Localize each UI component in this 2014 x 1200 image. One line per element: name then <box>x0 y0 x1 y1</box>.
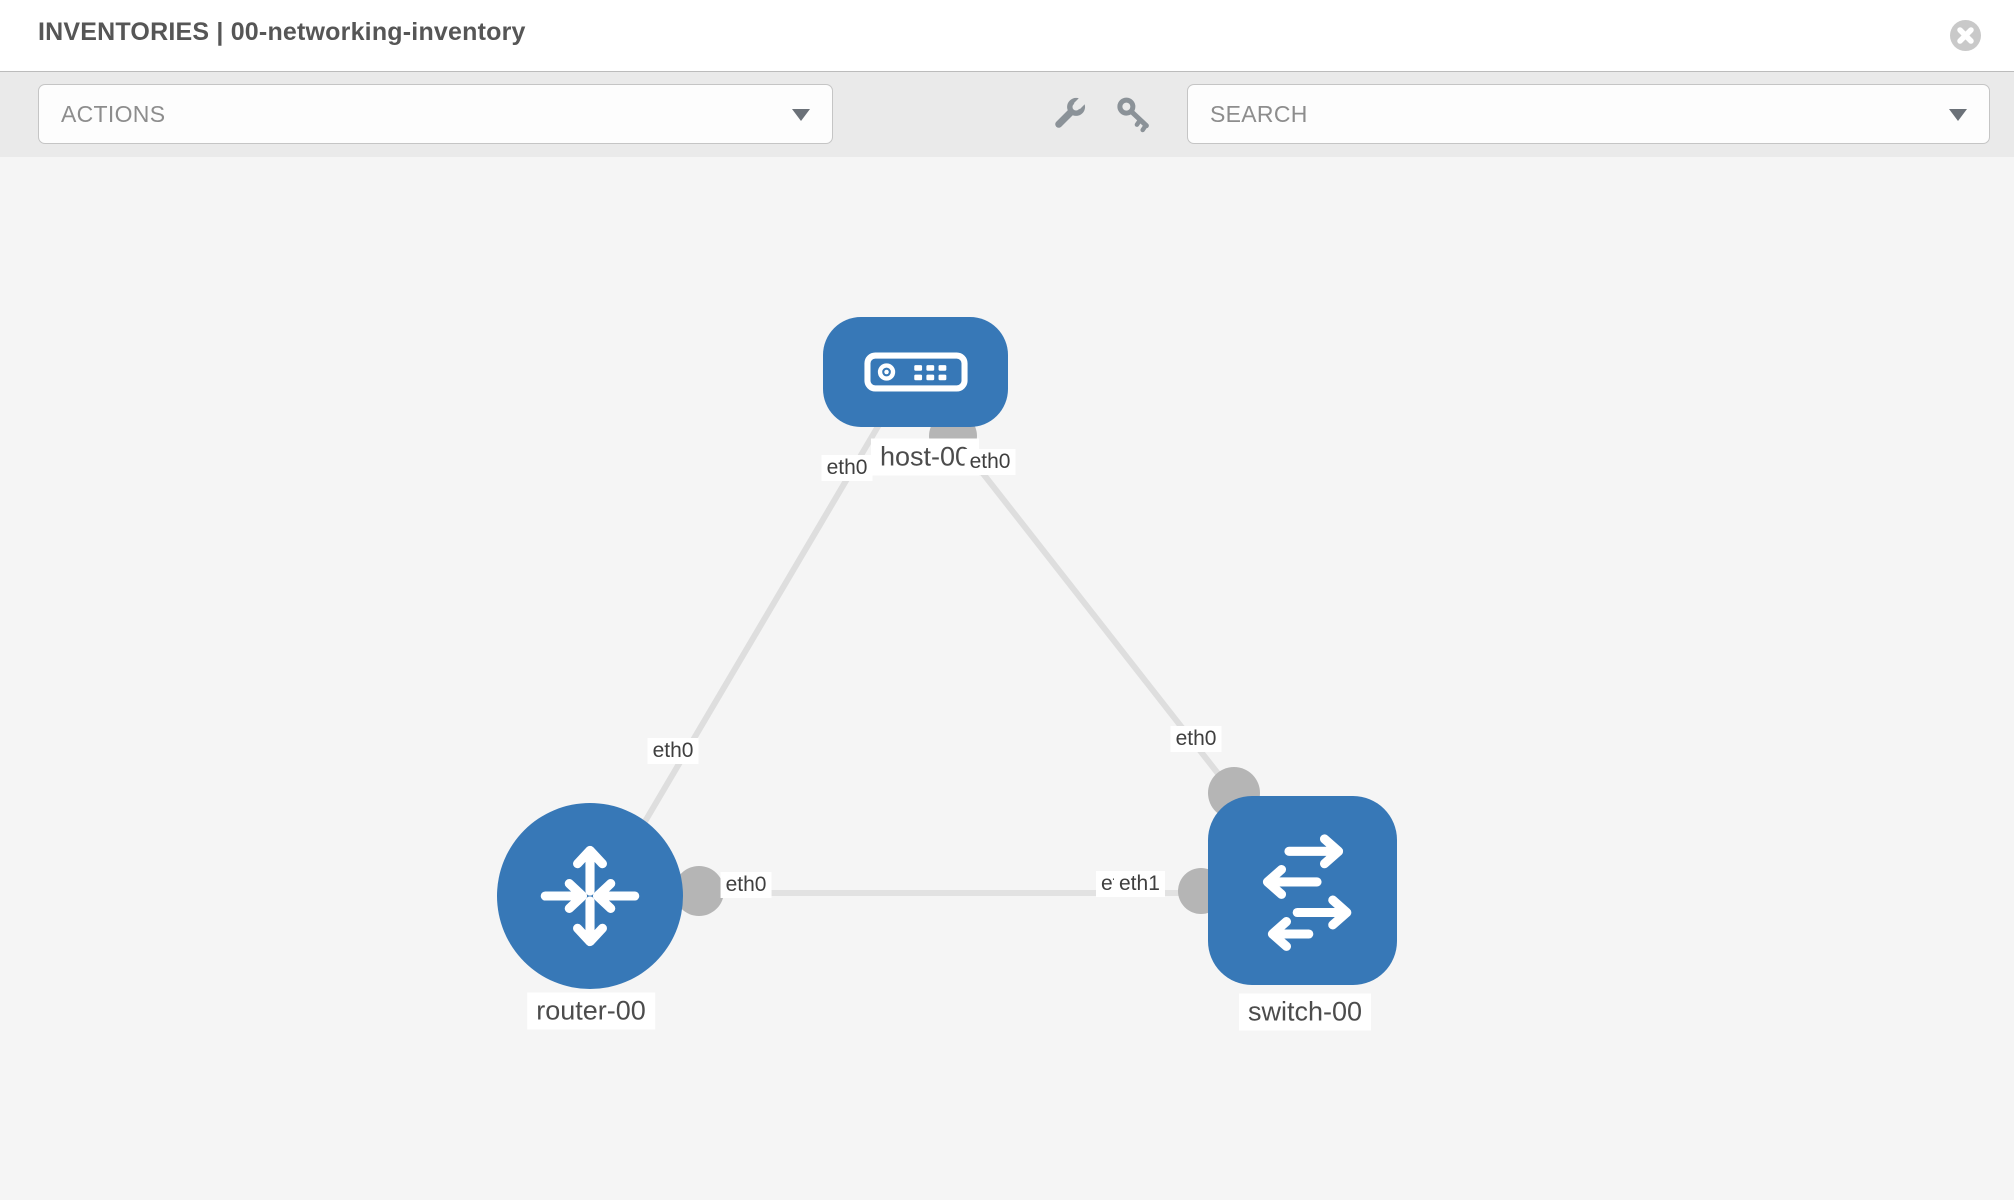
key-icon <box>1117 97 1149 133</box>
close-icon <box>1950 20 1981 51</box>
actions-dropdown[interactable]: ACTIONS <box>38 84 833 144</box>
credentials-button[interactable] <box>1112 92 1156 136</box>
node-label-switch: switch-00 <box>1238 993 1372 1031</box>
node-label-router: router-00 <box>527 992 655 1030</box>
node-host-00[interactable] <box>823 317 1008 427</box>
toolbar: ACTIONS <box>0 71 2014 158</box>
if-label-host-router-host-end: eth0 <box>821 455 873 481</box>
actions-dropdown-label: ACTIONS <box>61 101 166 127</box>
chevron-down-icon <box>1949 109 1967 121</box>
host-icon <box>863 352 968 392</box>
search-dropdown[interactable]: SEARCH <box>1187 84 1990 144</box>
node-switch-00[interactable] <box>1208 796 1397 985</box>
router-icon <box>540 845 640 947</box>
topology-canvas[interactable]: host-00 router-00 switch-00 eth0 eth0 et… <box>0 157 2014 1200</box>
topology-links-layer <box>614 412 1260 916</box>
if-label-host-router-router-end: eth0 <box>647 738 699 764</box>
node-label-host: host-00 <box>870 438 980 476</box>
tools-button[interactable] <box>1047 92 1091 136</box>
if-label-router-switch-switch-end: eth1 <box>1114 871 1165 897</box>
page-title: INVENTORIES | 00-networking-inventory <box>38 18 526 46</box>
if-label-host-switch-host-end: eth0 <box>964 449 1016 475</box>
search-dropdown-label: SEARCH <box>1210 101 1308 127</box>
node-router-00[interactable] <box>497 803 683 989</box>
close-button[interactable] <box>1950 20 1981 51</box>
if-label-router-switch-router-end: eth0 <box>720 872 772 898</box>
header: INVENTORIES | 00-networking-inventory <box>0 0 2014 71</box>
wrench-icon <box>1055 96 1087 128</box>
if-label-host-switch-switch-end: eth0 <box>1170 726 1222 752</box>
link-host-router[interactable] <box>614 421 883 871</box>
chevron-down-icon <box>792 109 810 121</box>
interface-endpoint-router <box>674 866 724 916</box>
switch-icon <box>1262 833 1351 951</box>
